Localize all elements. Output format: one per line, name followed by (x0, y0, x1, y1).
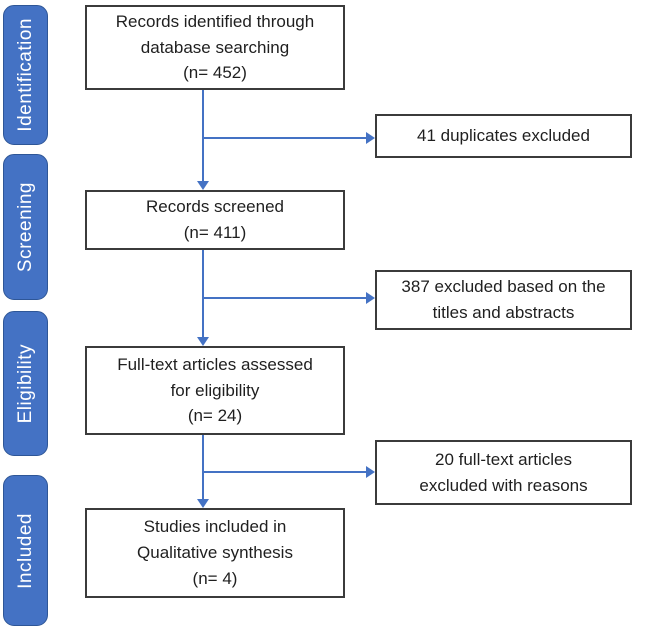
connector-down-3 (202, 435, 204, 500)
flow-box-fulltext-assessed-text: Full-text articles assessed for eligibil… (117, 354, 313, 426)
stage-label-screening: Screening (14, 181, 36, 273)
side-box-fulltext-excluded: 20 full-text articles excluded with reas… (375, 440, 632, 505)
arrowhead-right-2-icon (366, 292, 375, 304)
side-box-duplicates-excluded-text: 41 duplicates excluded (417, 126, 590, 146)
stage-label-included: Included (14, 512, 36, 589)
connector-right-3 (203, 471, 367, 473)
connector-right-2 (203, 297, 367, 299)
connector-down-1 (202, 90, 204, 182)
flow-box-records-identified: Records identified through database sear… (85, 5, 345, 90)
connector-right-1 (203, 137, 367, 139)
side-box-title-abstract-excluded-text: 387 excluded based on the titles and abs… (401, 277, 606, 322)
arrowhead-right-3-icon (366, 466, 375, 478)
flow-box-records-screened-text: Records screened (n= 411) (146, 197, 284, 242)
stage-label-eligibility: Eligibility (14, 343, 36, 424)
arrowhead-down-2-icon (197, 337, 209, 346)
flow-box-records-screened: Records screened (n= 411) (85, 190, 345, 250)
flow-box-records-identified-text: Records identified through database sear… (115, 11, 315, 83)
side-box-duplicates-excluded: 41 duplicates excluded (375, 114, 632, 158)
stage-label-identification: Identification (14, 18, 36, 132)
stage-tab-screening: Screening (3, 154, 48, 300)
flow-box-studies-included: Studies included in Qualitative synthesi… (85, 508, 345, 598)
arrowhead-right-1-icon (366, 132, 375, 144)
stage-tab-identification: Identification (3, 5, 48, 145)
flow-box-fulltext-assessed: Full-text articles assessed for eligibil… (85, 346, 345, 435)
side-box-title-abstract-excluded: 387 excluded based on the titles and abs… (375, 270, 632, 330)
flow-box-studies-included-text: Studies included in Qualitative synthesi… (137, 517, 293, 588)
side-box-fulltext-excluded-text: 20 full-text articles excluded with reas… (419, 449, 588, 495)
stage-tab-included: Included (3, 475, 48, 626)
stage-tab-eligibility: Eligibility (3, 311, 48, 456)
arrowhead-down-1-icon (197, 181, 209, 190)
arrowhead-down-3-icon (197, 499, 209, 508)
connector-down-2 (202, 250, 204, 338)
